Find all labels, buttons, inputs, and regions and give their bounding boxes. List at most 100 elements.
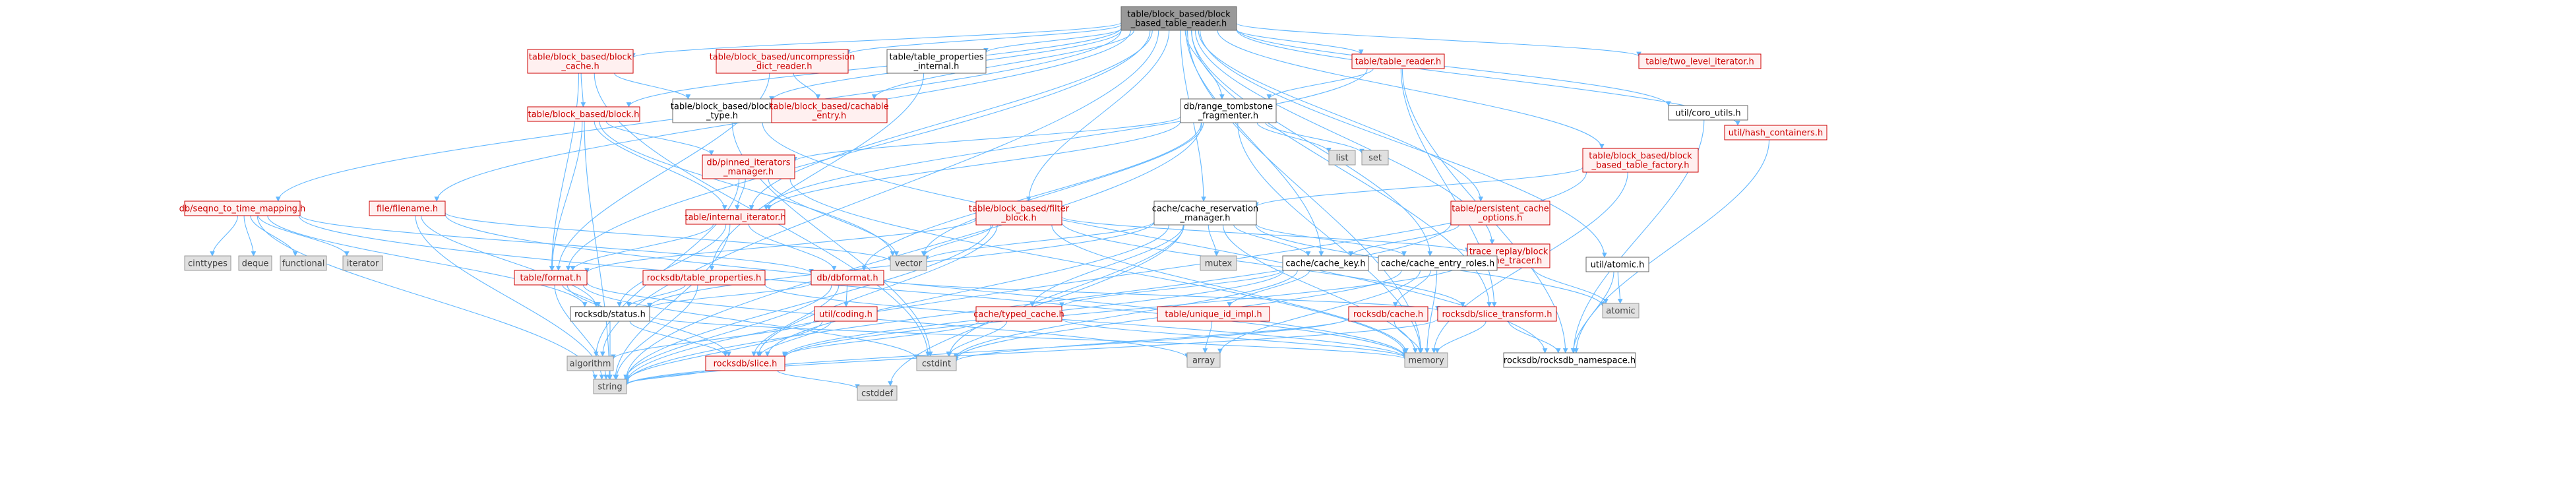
node-label: cstdint [922,359,951,369]
edge-root-to-table_reader [1236,29,1364,55]
node-label: _fragmenter.h [1198,111,1258,121]
edge-tbl_props_internal-to-rdb_table_props [709,73,925,271]
node-slice-transform[interactable]: rocksdb/slice_transform.h [1437,306,1557,322]
node-coding[interactable]: util/coding.h [814,306,878,322]
edge-cache_key-to-cstdint [954,270,1298,359]
edge-typed_cache-to-memory [1061,318,1407,359]
node-label: table/block_based/filter [969,204,1070,214]
node-cache-res-mgr[interactable]: cache/cache_reservation_manager.h [1152,200,1259,226]
node-label: rocksdb/rocksdb_namespace.h [1504,356,1636,366]
node-table-format[interactable]: table/format.h [514,270,588,286]
edge-dbformat-to-slice [751,284,840,357]
node-uncomp-dict[interactable]: table/block_based/uncompression_dict_rea… [710,49,855,74]
node-label: cache/cache_key.h [1285,259,1365,269]
node-namespace[interactable]: rocksdb/rocksdb_namespace.h [1503,352,1636,368]
edge-bbt_factory-to-string [624,171,1587,384]
node-persistent-cache-opts[interactable]: table/persistent_cache_options.h [1450,200,1550,226]
node-cache-entry-roles[interactable]: cache/cache_entry_roles.h [1378,255,1498,271]
node-cinttypes: cinttypes [184,255,231,271]
node-seqno-map[interactable]: db/seqno_to_time_mapping.h [179,200,306,216]
node-functional: functional [280,255,327,271]
node-block-h[interactable]: table/block_based/block.h [527,106,640,122]
node-hash-containers[interactable]: util/hash_containers.h [1724,125,1827,140]
edge-root-to-filter_block [1026,30,1170,202]
edge-seqno_map-to-status [267,215,588,307]
node-tbl-props-internal[interactable]: table/table_properties_internal.h [886,49,987,74]
edge-rdb_cache-to-cstdint [954,318,1349,362]
edge-filter_block-to-slice [756,224,998,357]
node-filter-block[interactable]: table/block_based/filter_block.h [969,200,1070,226]
node-label: rocksdb/status.h [574,310,646,320]
node-cstdint: cstdint [916,355,957,371]
node-unique-id-impl[interactable]: table/unique_id_impl.h [1157,306,1270,322]
node-label: util/atomic.h [1591,261,1645,270]
node-filename[interactable]: file/filename.h [369,200,446,216]
node-label: _dict_reader.h [752,62,813,72]
edge-root-to-cache_key [1185,30,1324,257]
node-iterator: iterator [342,255,383,271]
edge-table_format-to-array [586,282,1190,359]
node-range-tomb[interactable]: db/range_tombstone_fragmenter.h [1180,98,1277,123]
node-coro-utils[interactable]: util/coro_utils.h [1668,105,1748,121]
node-two-level[interactable]: table/two_level_iterator.h [1638,53,1762,69]
edge-trace_replay-to-slice [782,261,1468,359]
edge-range_tomb-to-internal_iter [766,121,1181,210]
edge-cache_res_mgr-to-cstddef [888,224,1184,386]
node-bb-block-cache[interactable]: table/block_based/block_cache.h [527,49,634,74]
edge-root-to-bb_block_cache [630,22,1122,59]
node-status[interactable]: rocksdb/status.h [570,306,650,322]
node-label: memory [1408,356,1444,366]
node-label: trace_replay/block [1469,247,1549,257]
edge-rdb_table_props-to-string [613,284,698,380]
edge-cache_res_mgr-to-vector [924,221,1155,261]
edge-cache_res_mgr-to-mutex [1208,224,1219,257]
node-atomic-h[interactable]: util/atomic.h [1585,257,1649,272]
node-rdb-cache[interactable]: rocksdb/cache.h [1348,306,1428,322]
node-label: _based_table_reader.h [1130,19,1227,29]
edge-table_reader-to-slice_transform [1400,68,1497,307]
node-label: set [1368,154,1382,164]
edge-range_tomb-to-dbformat [861,122,1202,271]
edge-pinned_iter-to-vector [768,178,900,257]
node-label: functional [282,259,325,269]
edge-root-to-table_format [565,30,1151,271]
node-cache-key[interactable]: cache/cache_key.h [1282,255,1369,271]
node-label: _type.h [706,111,738,121]
edge-coding-to-slice [757,321,832,357]
node-label: vector [895,259,923,269]
edge-slice_transform-to-namespace [1508,321,1561,354]
node-slice[interactable]: rocksdb/slice.h [705,355,785,371]
node-cachable-entry[interactable]: table/block_based/cachable_entry.h [770,98,889,123]
node-mutex: mutex [1200,255,1237,271]
node-label: algorithm [570,359,611,369]
edge-range_tomb-to-string [623,122,1202,380]
edge-block_h-to-string [584,121,612,380]
edge-table_reader-to-range_tomb [1266,68,1374,100]
node-string: string [593,379,627,394]
edge-dbformat-to-coding [843,284,849,307]
edge-coding-to-string [624,321,823,383]
edge-root-to-two_level [1236,22,1641,57]
node-label: _manager.h [723,168,774,177]
node-typed-cache[interactable]: cache/typed_cache.h [973,306,1064,322]
node-label: atomic [1606,307,1635,317]
edge-coding-to-algorithm [611,319,815,359]
edge-root-to-persistent_cache_opts [1198,30,1484,202]
edge-table_reader-to-internal_iter [764,68,1368,210]
node-block-type[interactable]: table/block_based/block_type.h [671,98,774,123]
edge-cache_res_mgr-to-typed_cache [1029,224,1184,307]
node-bbt-factory[interactable]: table/block_based/block_based_table_fact… [1582,148,1699,173]
node-rdb-table-props[interactable]: rocksdb/table_properties.h [642,270,766,286]
node-dbformat[interactable]: db/dbformat.h [811,270,884,286]
node-label: table/table_reader.h [1355,57,1442,67]
node-label: util/hash_containers.h [1729,129,1823,138]
node-table-reader[interactable]: table/table_reader.h [1351,53,1445,69]
node-label: cache/cache_entry_roles.h [1381,259,1495,269]
edge-dbformat-to-string [623,284,832,380]
node-pinned-iter[interactable]: db/pinned_iterators_manager.h [702,154,795,179]
node-label: table/block_based/block [529,53,632,63]
node-root[interactable]: table/block_based/block_based_table_read… [1120,6,1237,31]
edge-table_format-to-cstdint [582,284,919,360]
node-internal-iter[interactable]: table/internal_iterator.h [685,209,786,225]
